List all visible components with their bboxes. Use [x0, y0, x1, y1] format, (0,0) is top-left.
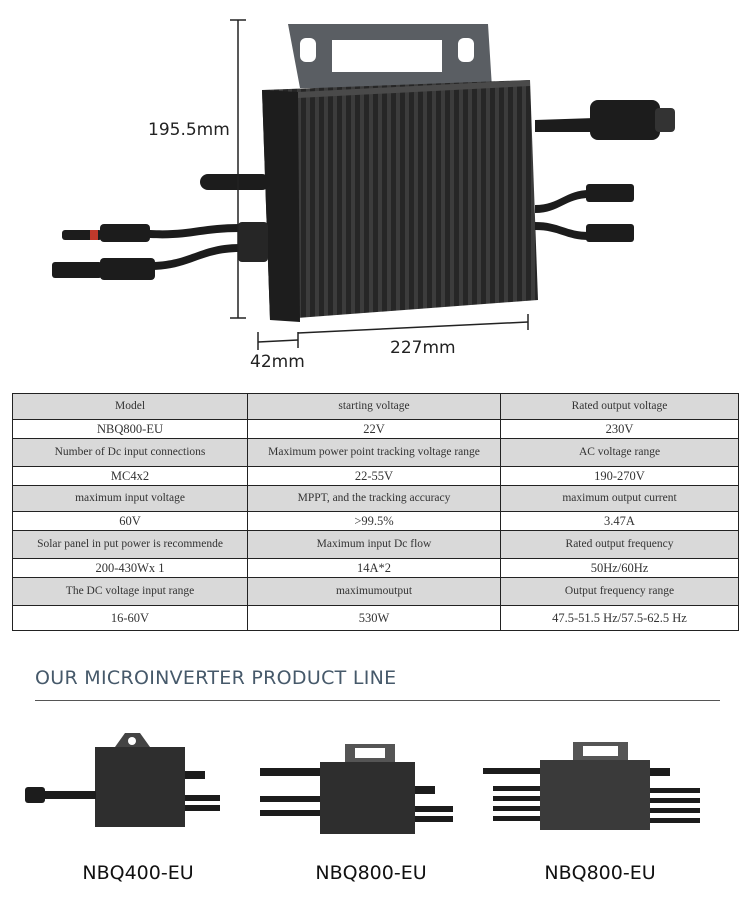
- spec-value-cell: >99.5%: [247, 511, 501, 531]
- spec-value-cell: 14A*2: [247, 558, 501, 578]
- spec-value-cell: 22-55V: [247, 466, 501, 486]
- ac-output-cables: [535, 100, 675, 242]
- product-hero: 195.5mm 42mm 227mm: [0, 0, 750, 385]
- spec-value-cell: 60V: [12, 511, 248, 531]
- spec-label-cell: Rated output voltage: [500, 393, 739, 420]
- product-name-nbq800-b: NBQ800-EU: [544, 862, 656, 884]
- spec-value-cell: 22V: [247, 419, 501, 439]
- spec-value-cell: 190-270V: [500, 466, 739, 486]
- spec-label-cell: The DC voltage input range: [12, 577, 248, 606]
- spec-value-cell: 3.47A: [500, 511, 739, 531]
- product-name-nbq400: NBQ400-EU: [82, 862, 194, 884]
- width-dimension-label: 227mm: [390, 338, 456, 358]
- spec-value-cell: 200-430Wx 1: [12, 558, 248, 578]
- dc-input-cables: [52, 174, 270, 280]
- spec-value-cell: 16-60V: [12, 605, 248, 631]
- inverter-body: [262, 80, 538, 322]
- product-nbq800-b[interactable]: [478, 738, 718, 838]
- spec-label-cell: starting voltage: [247, 393, 501, 420]
- spec-label-cell: maximum output current: [500, 485, 739, 512]
- spec-value-cell: 530W: [247, 605, 501, 631]
- spec-value-row: 60V>99.5%3.47A: [12, 511, 739, 531]
- spec-label-cell: maximumoutput: [247, 577, 501, 606]
- spec-label-cell: Solar panel in put power is recommende: [12, 530, 248, 559]
- product-nbq800-a[interactable]: [255, 740, 455, 840]
- spec-value-cell: NBQ800-EU: [12, 419, 248, 439]
- dimension-lines: [230, 19, 529, 350]
- mounting-bracket: [288, 24, 492, 88]
- nbq400-image: [25, 733, 230, 827]
- spec-value-cell: MC4x2: [12, 466, 248, 486]
- product-line-title: OUR MICROINVERTER PRODUCT LINE: [35, 667, 397, 689]
- product-nbq400[interactable]: [20, 725, 230, 835]
- spec-label-cell: Rated output frequency: [500, 530, 739, 559]
- section-divider: [35, 700, 720, 701]
- spec-value-cell: 50Hz/60Hz: [500, 558, 739, 578]
- spec-label-cell: Maximum power point tracking voltage ran…: [247, 438, 501, 467]
- spec-label-cell: Output frequency range: [500, 577, 739, 606]
- spec-value-cell: 230V: [500, 419, 739, 439]
- height-dimension-label: 195.5mm: [148, 120, 230, 140]
- product-name-nbq800-a: NBQ800-EU: [315, 862, 427, 884]
- spec-label-cell: maximum input voltage: [12, 485, 248, 512]
- nbq800-b-image: [483, 742, 700, 830]
- spec-label-cell: Number of Dc input connections: [12, 438, 248, 467]
- spec-label-cell: Model: [12, 393, 248, 420]
- microinverter-illustration: [52, 19, 675, 350]
- depth-dimension-label: 42mm: [250, 352, 305, 372]
- spec-label-cell: AC voltage range: [500, 438, 739, 467]
- spec-label-cell: Maximum input Dc flow: [247, 530, 501, 559]
- spec-label-cell: MPPT, and the tracking accuracy: [247, 485, 501, 512]
- spec-value-cell: 47.5-51.5 Hz/57.5-62.5 Hz: [500, 605, 739, 631]
- nbq800-a-image: [260, 744, 453, 834]
